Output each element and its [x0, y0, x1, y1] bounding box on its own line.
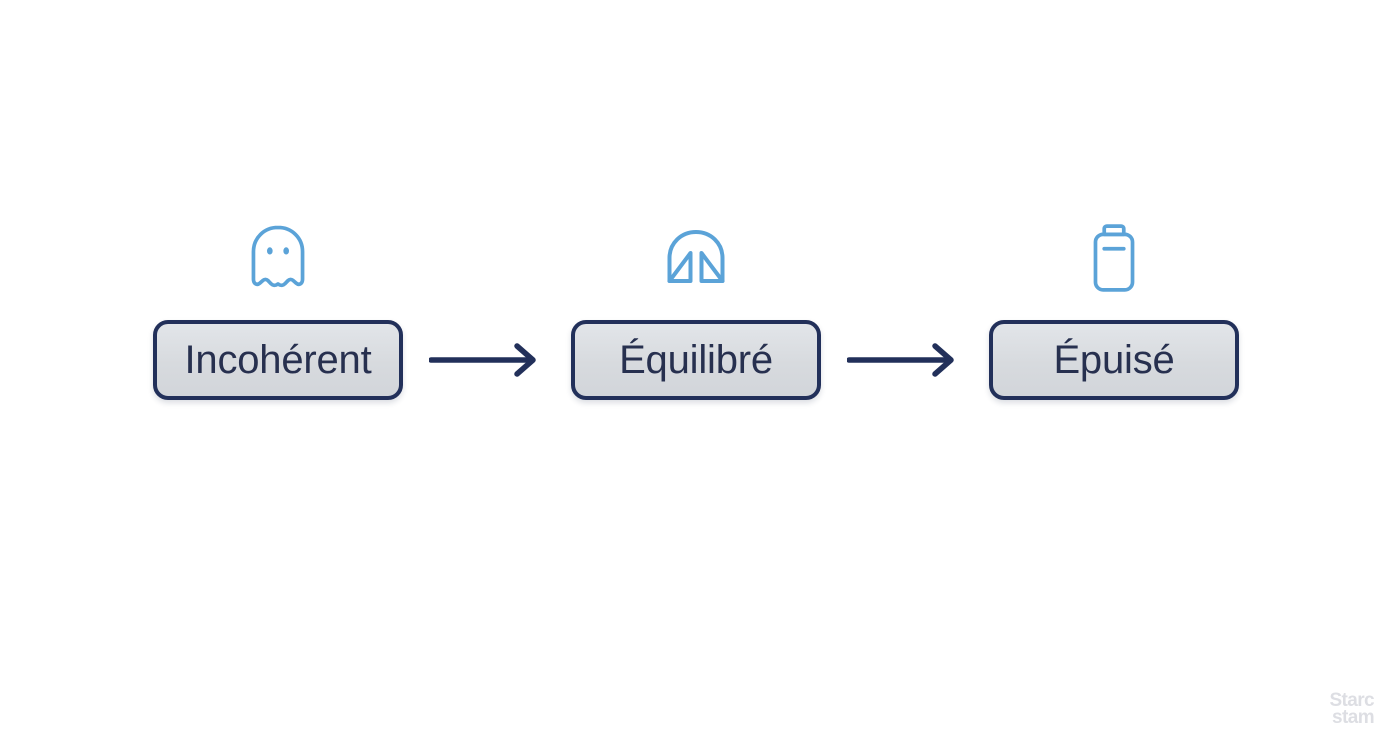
watermark: Starc stam — [1288, 690, 1375, 738]
flow-row: Incohérent Équilibré — [150, 222, 1242, 400]
battery-low-icon — [1093, 224, 1135, 292]
flow-node-equilibre[interactable]: Équilibré — [568, 222, 824, 400]
node-box-equilibre[interactable]: Équilibré — [571, 320, 821, 400]
node-label-incoherent: Incohérent — [184, 338, 372, 382]
node-label-equilibre: Équilibré — [619, 338, 773, 382]
arrow-right-icon — [847, 343, 954, 377]
arrow-right-icon — [429, 343, 536, 377]
ghost-icon — [251, 225, 305, 288]
flow-node-incoherent[interactable]: Incohérent — [150, 222, 406, 400]
node-box-incoherent[interactable]: Incohérent — [153, 320, 403, 400]
watermark-line-1: Starc — [1329, 690, 1374, 711]
node-label-epuise: Épuisé — [1053, 338, 1175, 382]
arch-balance-icon — [667, 230, 725, 283]
node-box-epuise[interactable]: Épuisé — [989, 320, 1239, 400]
connector-equilibre-to-epuise — [835, 320, 975, 400]
flow-node-epuise[interactable]: Épuisé — [986, 222, 1242, 400]
connector-incoherent-to-equilibre — [417, 320, 557, 400]
watermark-line-2: stam — [1332, 707, 1375, 728]
